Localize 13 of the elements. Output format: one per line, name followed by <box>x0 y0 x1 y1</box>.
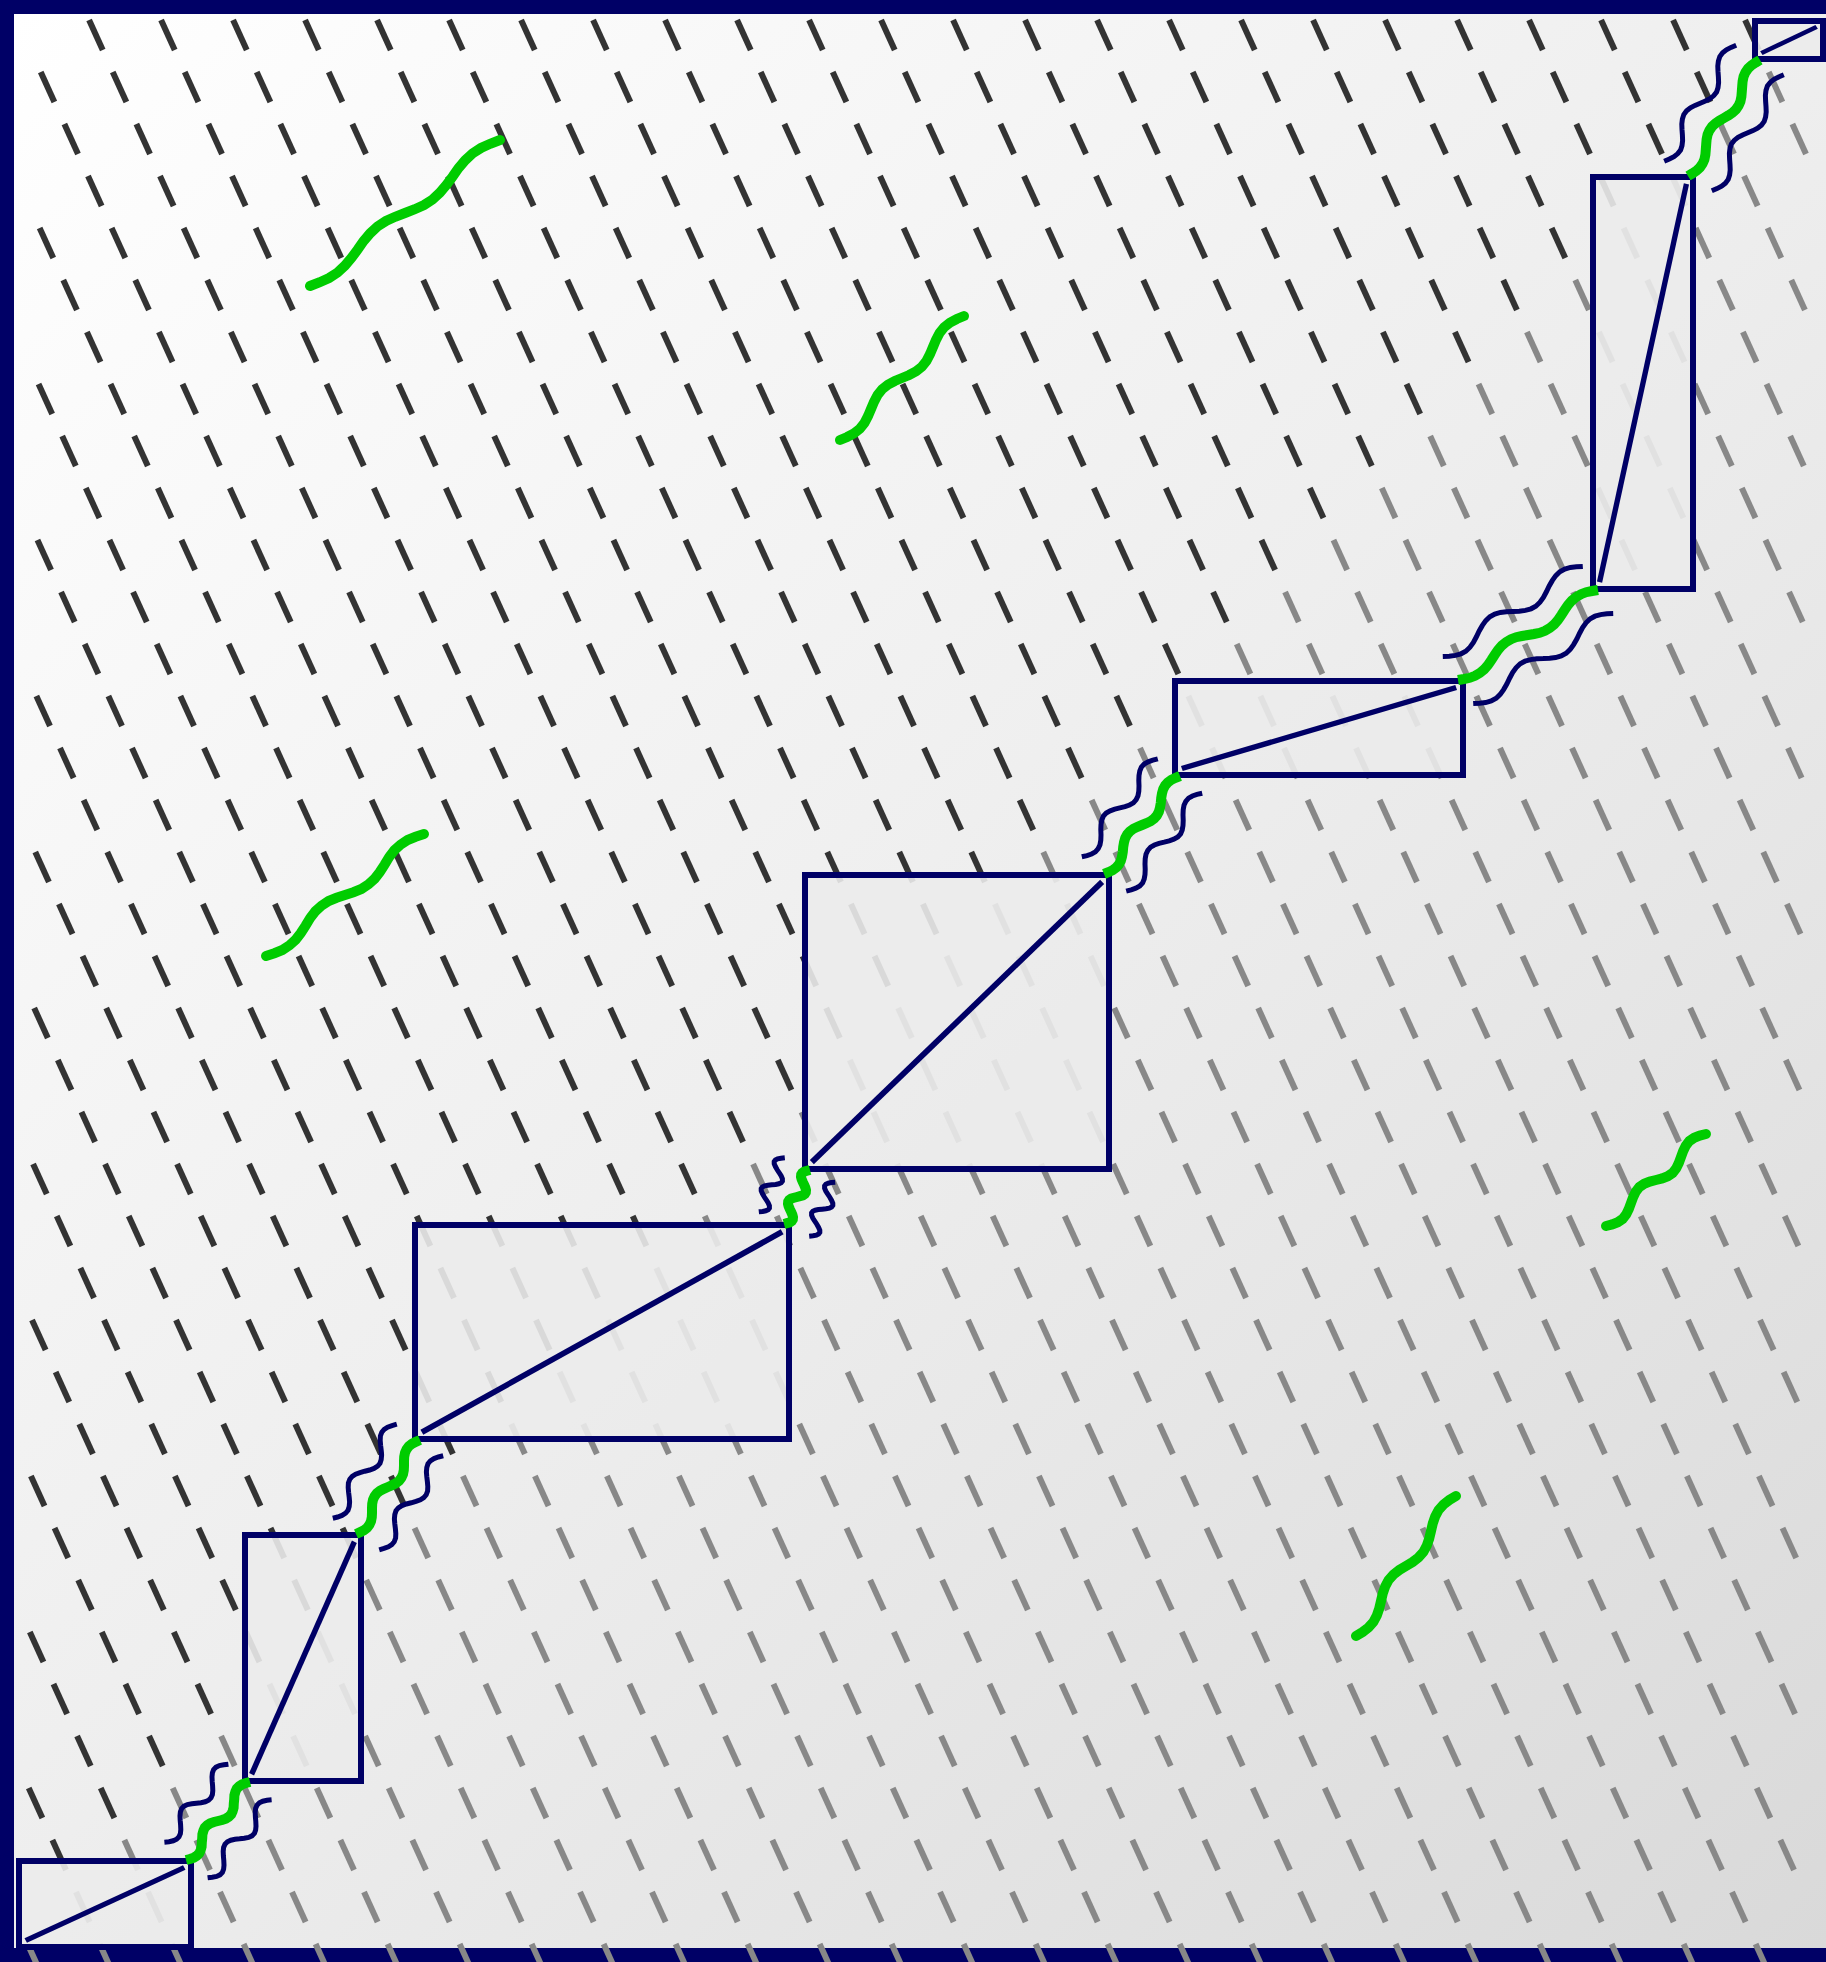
diagonal-box <box>16 1858 194 1950</box>
diagonal-box <box>412 1222 792 1442</box>
connector-line <box>184 1777 252 1865</box>
diagonal-box <box>242 1532 364 1784</box>
connector-line <box>782 1165 812 1229</box>
diagonal-box <box>1590 174 1696 592</box>
diagonal-box <box>1172 678 1466 778</box>
diagonal-box <box>802 872 1112 1172</box>
connector-line <box>354 1435 422 1539</box>
diagonal-box <box>1752 18 1826 62</box>
connector-line <box>1685 55 1763 181</box>
connector-line <box>1457 585 1599 685</box>
connector-line <box>1102 771 1182 879</box>
